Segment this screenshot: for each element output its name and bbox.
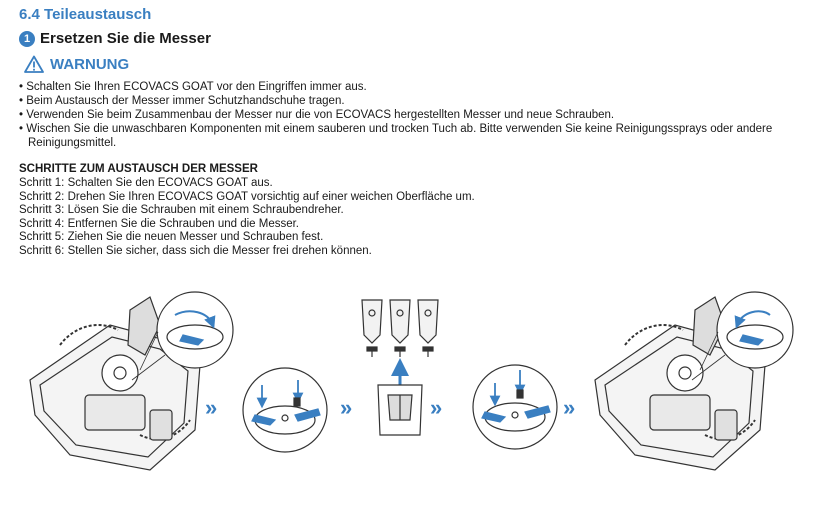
subsection-title: Ersetzen Sie die Messer [40, 30, 211, 47]
warning-item: • Verwenden Sie beim Zusammenbau der Mes… [19, 109, 615, 121]
blade-disc-icon [472, 364, 558, 450]
warning-item: • Beim Austausch der Messer immer Schutz… [19, 95, 345, 107]
section-title: 6.4 Teileaustausch [19, 6, 152, 23]
mower-underside-icon [594, 291, 794, 471]
next-arrow: » [340, 395, 352, 420]
step-number-badge: 1 [19, 30, 35, 47]
warning-item: • Wischen Sie die unwaschbaren Komponent… [19, 123, 773, 149]
step-item: Schritt 4: Entfernen Sie die Schrauben u… [19, 217, 299, 230]
warning-label: WARNUNG [50, 55, 130, 73]
warning-item: • Schalten Sie Ihren ECOVACS GOAT vor de… [19, 81, 367, 93]
new-blades-icon [361, 299, 439, 436]
blade-disc-icon [242, 367, 328, 453]
warning-list: • Schalten Sie Ihren ECOVACS GOAT vor de… [19, 80, 779, 150]
subsection-heading: 1 Ersetzen Sie die Messer [19, 30, 211, 47]
step-item: Schritt 3: Lösen Sie die Schrauben mit e… [19, 204, 344, 217]
next-arrow: » [430, 395, 442, 420]
next-arrow: » [205, 395, 217, 420]
step-item: Schritt 1: Schalten Sie den ECOVACS GOAT… [19, 177, 273, 189]
steps-list: Schritt 1: Schalten Sie den ECOVACS GOAT… [19, 177, 475, 259]
warning-heading: WARNUNG [24, 55, 129, 73]
step-item: Schritt 6: Stellen Sie sicher, dass sich… [19, 244, 372, 257]
warning-triangle-icon [24, 55, 44, 73]
steps-heading: SCHRITTE ZUM AUSTAUSCH DER MESSER [19, 163, 258, 175]
next-arrow: » [563, 395, 575, 420]
blade-replacement-illustration: » » » » [29, 291, 794, 471]
mower-underside-icon [29, 291, 234, 471]
step-item: Schritt 2: Drehen Sie Ihren ECOVACS GOAT… [19, 190, 475, 203]
step-item: Schritt 5: Ziehen Sie die neuen Messer u… [19, 231, 324, 244]
